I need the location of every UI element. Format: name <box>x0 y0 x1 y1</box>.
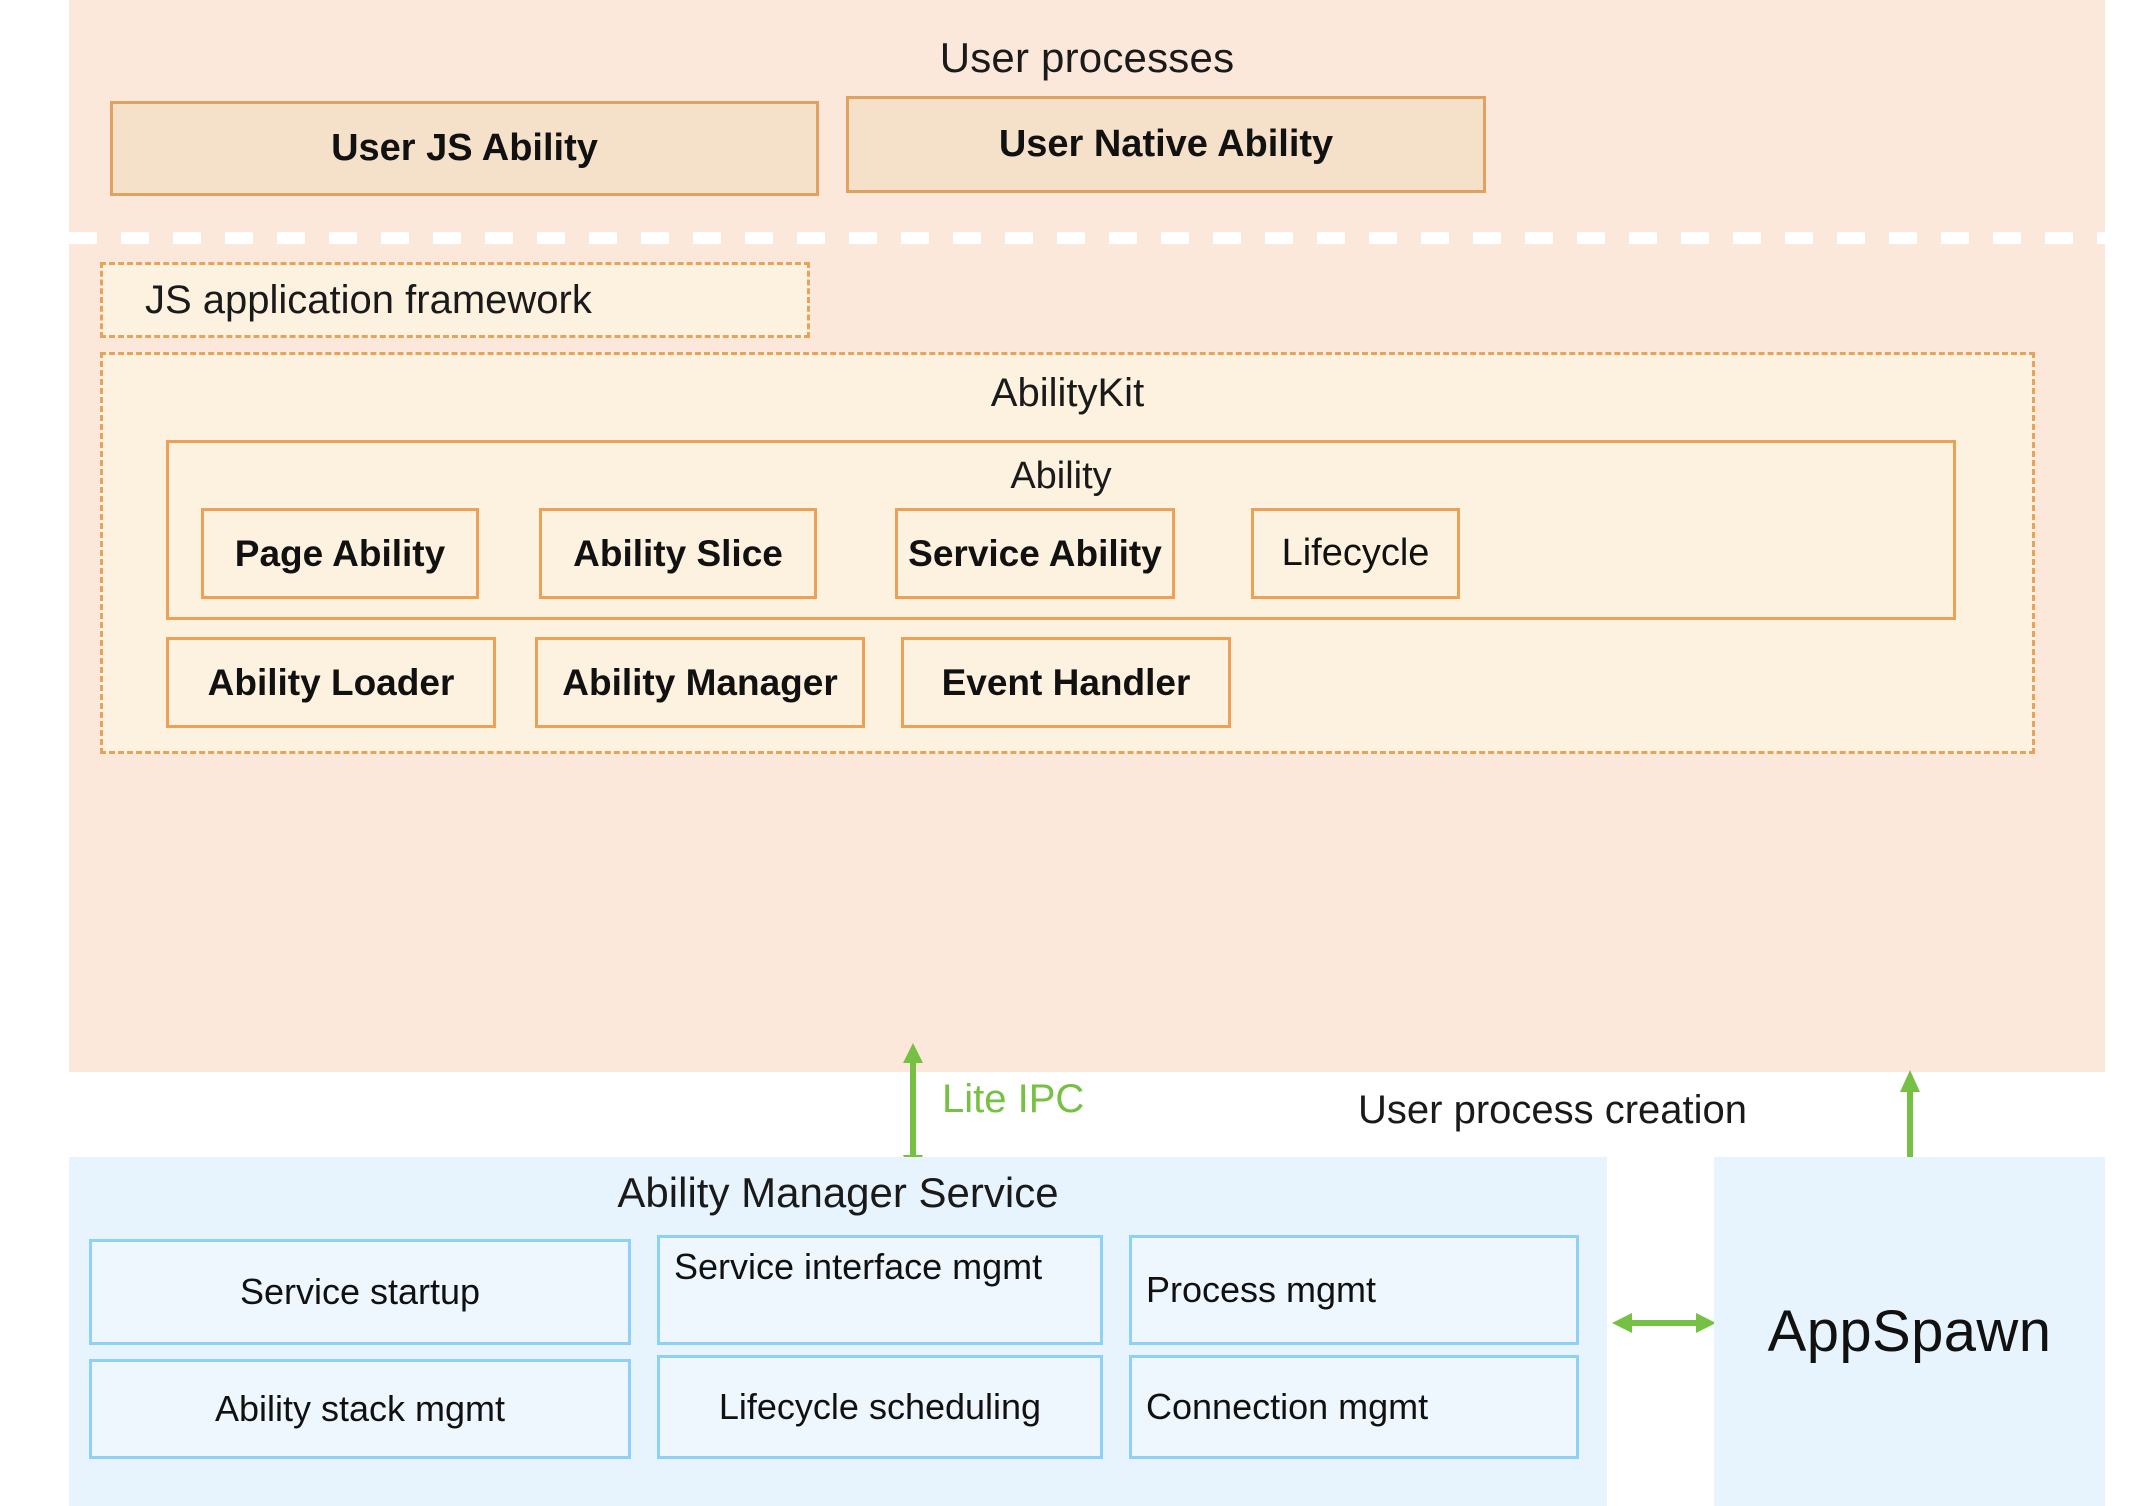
user-js-ability-box: User JS Ability <box>110 101 819 196</box>
ability-stack-mgmt-box: Ability stack mgmt <box>89 1359 631 1459</box>
js-application-framework-box: JS application framework <box>100 262 810 338</box>
ability-slice-box: Ability Slice <box>539 508 817 599</box>
ability-manager-service-title: Ability Manager Service <box>617 1169 1059 1216</box>
service-startup-box: Service startup <box>89 1239 631 1345</box>
abilitykit-container: AbilityKit Ability Page Ability Ability … <box>100 352 2035 754</box>
process-mgmt-box: Process mgmt <box>1129 1235 1579 1345</box>
ability-loader-box: Ability Loader <box>166 637 496 728</box>
layer-divider-dashed <box>69 232 2105 244</box>
ability-manager-box: Ability Manager <box>535 637 865 728</box>
ability-container: Ability Page Ability Ability Slice Servi… <box>166 440 1956 620</box>
event-handler-box: Event Handler <box>901 637 1231 728</box>
appspawn-label: AppSpawn <box>1767 1299 2052 1364</box>
user-native-ability-box: User Native Ability <box>846 96 1486 193</box>
abilitykit-title: AbilityKit <box>990 371 1145 415</box>
service-ability-box: Service Ability <box>895 508 1175 599</box>
user-process-creation-arrow-icon <box>1900 1070 1920 1160</box>
appspawn-panel: AppSpawn <box>1714 1157 2105 1506</box>
lite-ipc-arrow-icon <box>903 1043 923 1175</box>
appspawn-link-arrow-icon <box>1612 1313 1716 1333</box>
user-process-creation-label: User process creation <box>1358 1088 1748 1132</box>
lifecycle-box: Lifecycle <box>1251 508 1460 599</box>
page-ability-box: Page Ability <box>201 508 479 599</box>
lifecycle-scheduling-box: Lifecycle scheduling <box>657 1355 1103 1459</box>
service-interface-mgmt-box: Service interface mgmt <box>657 1235 1103 1345</box>
connection-mgmt-box: Connection mgmt <box>1129 1355 1579 1459</box>
lite-ipc-label: Lite IPC <box>942 1077 1085 1121</box>
ability-title: Ability <box>1010 455 1112 497</box>
ability-manager-service-panel: Ability Manager Service Service startup … <box>69 1157 1607 1506</box>
js-application-framework-label: JS application framework <box>145 277 592 322</box>
user-processes-panel: User processes User JS Ability User Nati… <box>69 0 2105 1072</box>
user-processes-title: User processes <box>939 34 1235 81</box>
